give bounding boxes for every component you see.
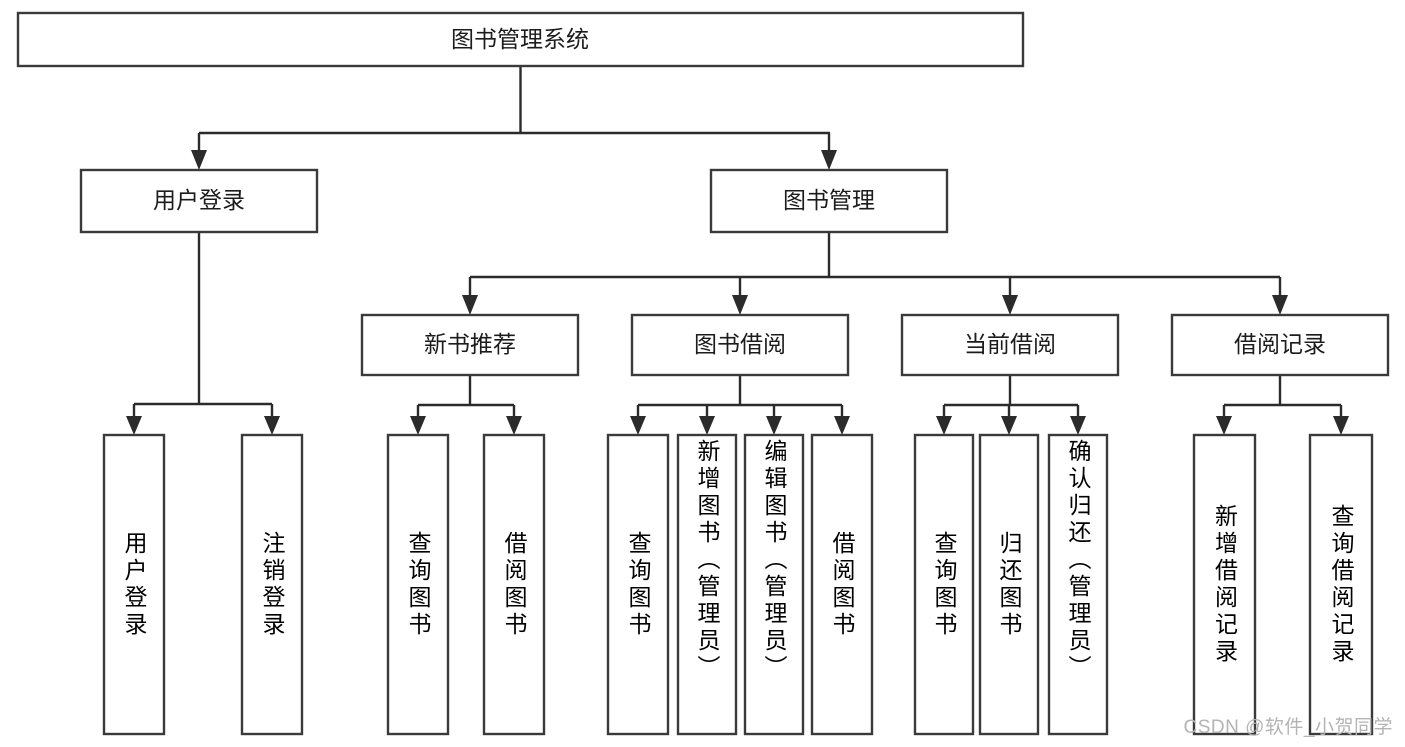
node-leaf-return-book[interactable]: 归还图书 bbox=[978, 433, 1040, 736]
node-leaf-query-book-rec[interactable]: 查询图书 bbox=[386, 433, 450, 736]
node-leaf-return-book-box[interactable] bbox=[978, 433, 1040, 736]
node-leaf-add-book[interactable]: 新增图书（管理员） bbox=[676, 433, 738, 736]
node-leaf-query-book-borrow-label: 查询图书 bbox=[625, 530, 651, 639]
node-borrow-record-label: 借阅记录 bbox=[1234, 331, 1326, 357]
node-leaf-confirm-return[interactable]: 确认归还（管理员） bbox=[1047, 433, 1109, 736]
connector-borrowrecord-to-leaves bbox=[1216, 375, 1349, 435]
connector-newbook-to-leaves bbox=[410, 375, 522, 435]
node-leaf-query-record[interactable]: 查询借阅记录 bbox=[1308, 433, 1374, 736]
node-leaf-query-record-box[interactable] bbox=[1308, 433, 1374, 736]
node-root-label: 图书管理系统 bbox=[451, 26, 589, 52]
node-leaf-query-book-rec-box[interactable] bbox=[386, 433, 450, 736]
node-leaf-query-book-borrow-box[interactable] bbox=[606, 433, 670, 736]
node-leaf-user-logout[interactable]: 注销登录 bbox=[240, 433, 304, 736]
node-new-book-recommend-box[interactable] bbox=[360, 313, 580, 377]
node-user-login[interactable]: 用户登录 bbox=[79, 168, 319, 234]
node-book-borrow[interactable]: 图书借阅 bbox=[630, 313, 850, 377]
node-leaf-user-login-box[interactable] bbox=[102, 433, 166, 736]
node-user-login-label: 用户登录 bbox=[153, 187, 245, 213]
node-leaf-borrow-book[interactable]: 借阅图书 bbox=[810, 433, 874, 736]
node-leaf-confirm-return-label: 确认归还（管理员） bbox=[1065, 439, 1091, 682]
node-leaf-add-record-box[interactable] bbox=[1192, 433, 1257, 736]
node-leaf-user-logout-label: 注销登录 bbox=[259, 530, 285, 639]
node-borrow-record[interactable]: 借阅记录 bbox=[1170, 313, 1390, 377]
node-leaf-borrow-book-box[interactable] bbox=[810, 433, 874, 736]
node-current-borrow-label: 当前借阅 bbox=[964, 331, 1056, 357]
node-book-manage-label: 图书管理 bbox=[783, 187, 875, 213]
node-new-book-recommend-label: 新书推荐 bbox=[424, 331, 516, 357]
node-leaf-add-record[interactable]: 新增借阅记录 bbox=[1192, 433, 1257, 736]
node-leaf-borrow-book-rec-box[interactable] bbox=[482, 433, 546, 736]
node-borrow-record-box[interactable] bbox=[1170, 313, 1390, 377]
node-book-manage-box[interactable] bbox=[709, 168, 949, 234]
node-book-manage[interactable]: 图书管理 bbox=[709, 168, 949, 234]
node-leaf-edit-book-box[interactable] bbox=[743, 433, 805, 736]
node-current-borrow[interactable]: 当前借阅 bbox=[900, 313, 1120, 377]
node-leaf-borrow-book-label: 借阅图书 bbox=[829, 530, 855, 639]
node-leaf-query-record-label: 查询借阅记录 bbox=[1328, 503, 1354, 666]
node-leaf-query-book-current-box[interactable] bbox=[913, 433, 975, 736]
connector-root-to-level1 bbox=[191, 66, 837, 170]
node-user-login-box[interactable] bbox=[79, 168, 319, 234]
node-current-borrow-box[interactable] bbox=[900, 313, 1120, 377]
node-leaf-query-book-rec-label: 查询图书 bbox=[405, 530, 431, 639]
connector-bookmanage-to-level2 bbox=[462, 232, 1288, 315]
node-new-book-recommend[interactable]: 新书推荐 bbox=[360, 313, 580, 377]
node-leaf-borrow-book-rec-label: 借阅图书 bbox=[501, 530, 527, 639]
node-leaf-return-book-label: 归还图书 bbox=[996, 530, 1022, 639]
node-leaf-borrow-book-rec[interactable]: 借阅图书 bbox=[482, 433, 546, 736]
node-leaf-add-record-label: 新增借阅记录 bbox=[1211, 503, 1238, 666]
node-leaf-user-logout-box[interactable] bbox=[240, 433, 304, 736]
node-root[interactable]: 图书管理系统 bbox=[16, 11, 1025, 68]
node-leaf-user-login[interactable]: 用户登录 bbox=[102, 433, 166, 736]
node-leaf-query-book-current-label: 查询图书 bbox=[931, 530, 957, 639]
node-leaf-edit-book[interactable]: 编辑图书（管理员） bbox=[743, 433, 805, 736]
node-book-borrow-label: 图书借阅 bbox=[694, 331, 786, 357]
node-leaf-edit-book-label: 编辑图书（管理员） bbox=[761, 439, 787, 682]
node-leaf-add-book-label: 新增图书（管理员） bbox=[694, 439, 720, 682]
node-leaf-user-login-label: 用户登录 bbox=[121, 530, 147, 639]
connector-currentborrow-to-leaves bbox=[936, 375, 1086, 435]
node-root-box[interactable] bbox=[16, 11, 1025, 68]
node-book-borrow-box[interactable] bbox=[630, 313, 850, 377]
connector-booklogin-to-leaves bbox=[126, 232, 280, 435]
node-leaf-add-book-box[interactable] bbox=[676, 433, 738, 736]
node-leaf-query-book-borrow[interactable]: 查询图书 bbox=[606, 433, 670, 736]
connector-bookborrow-to-leaves bbox=[630, 375, 850, 435]
node-leaf-confirm-return-box[interactable] bbox=[1047, 433, 1109, 736]
node-leaf-query-book-current[interactable]: 查询图书 bbox=[913, 433, 975, 736]
